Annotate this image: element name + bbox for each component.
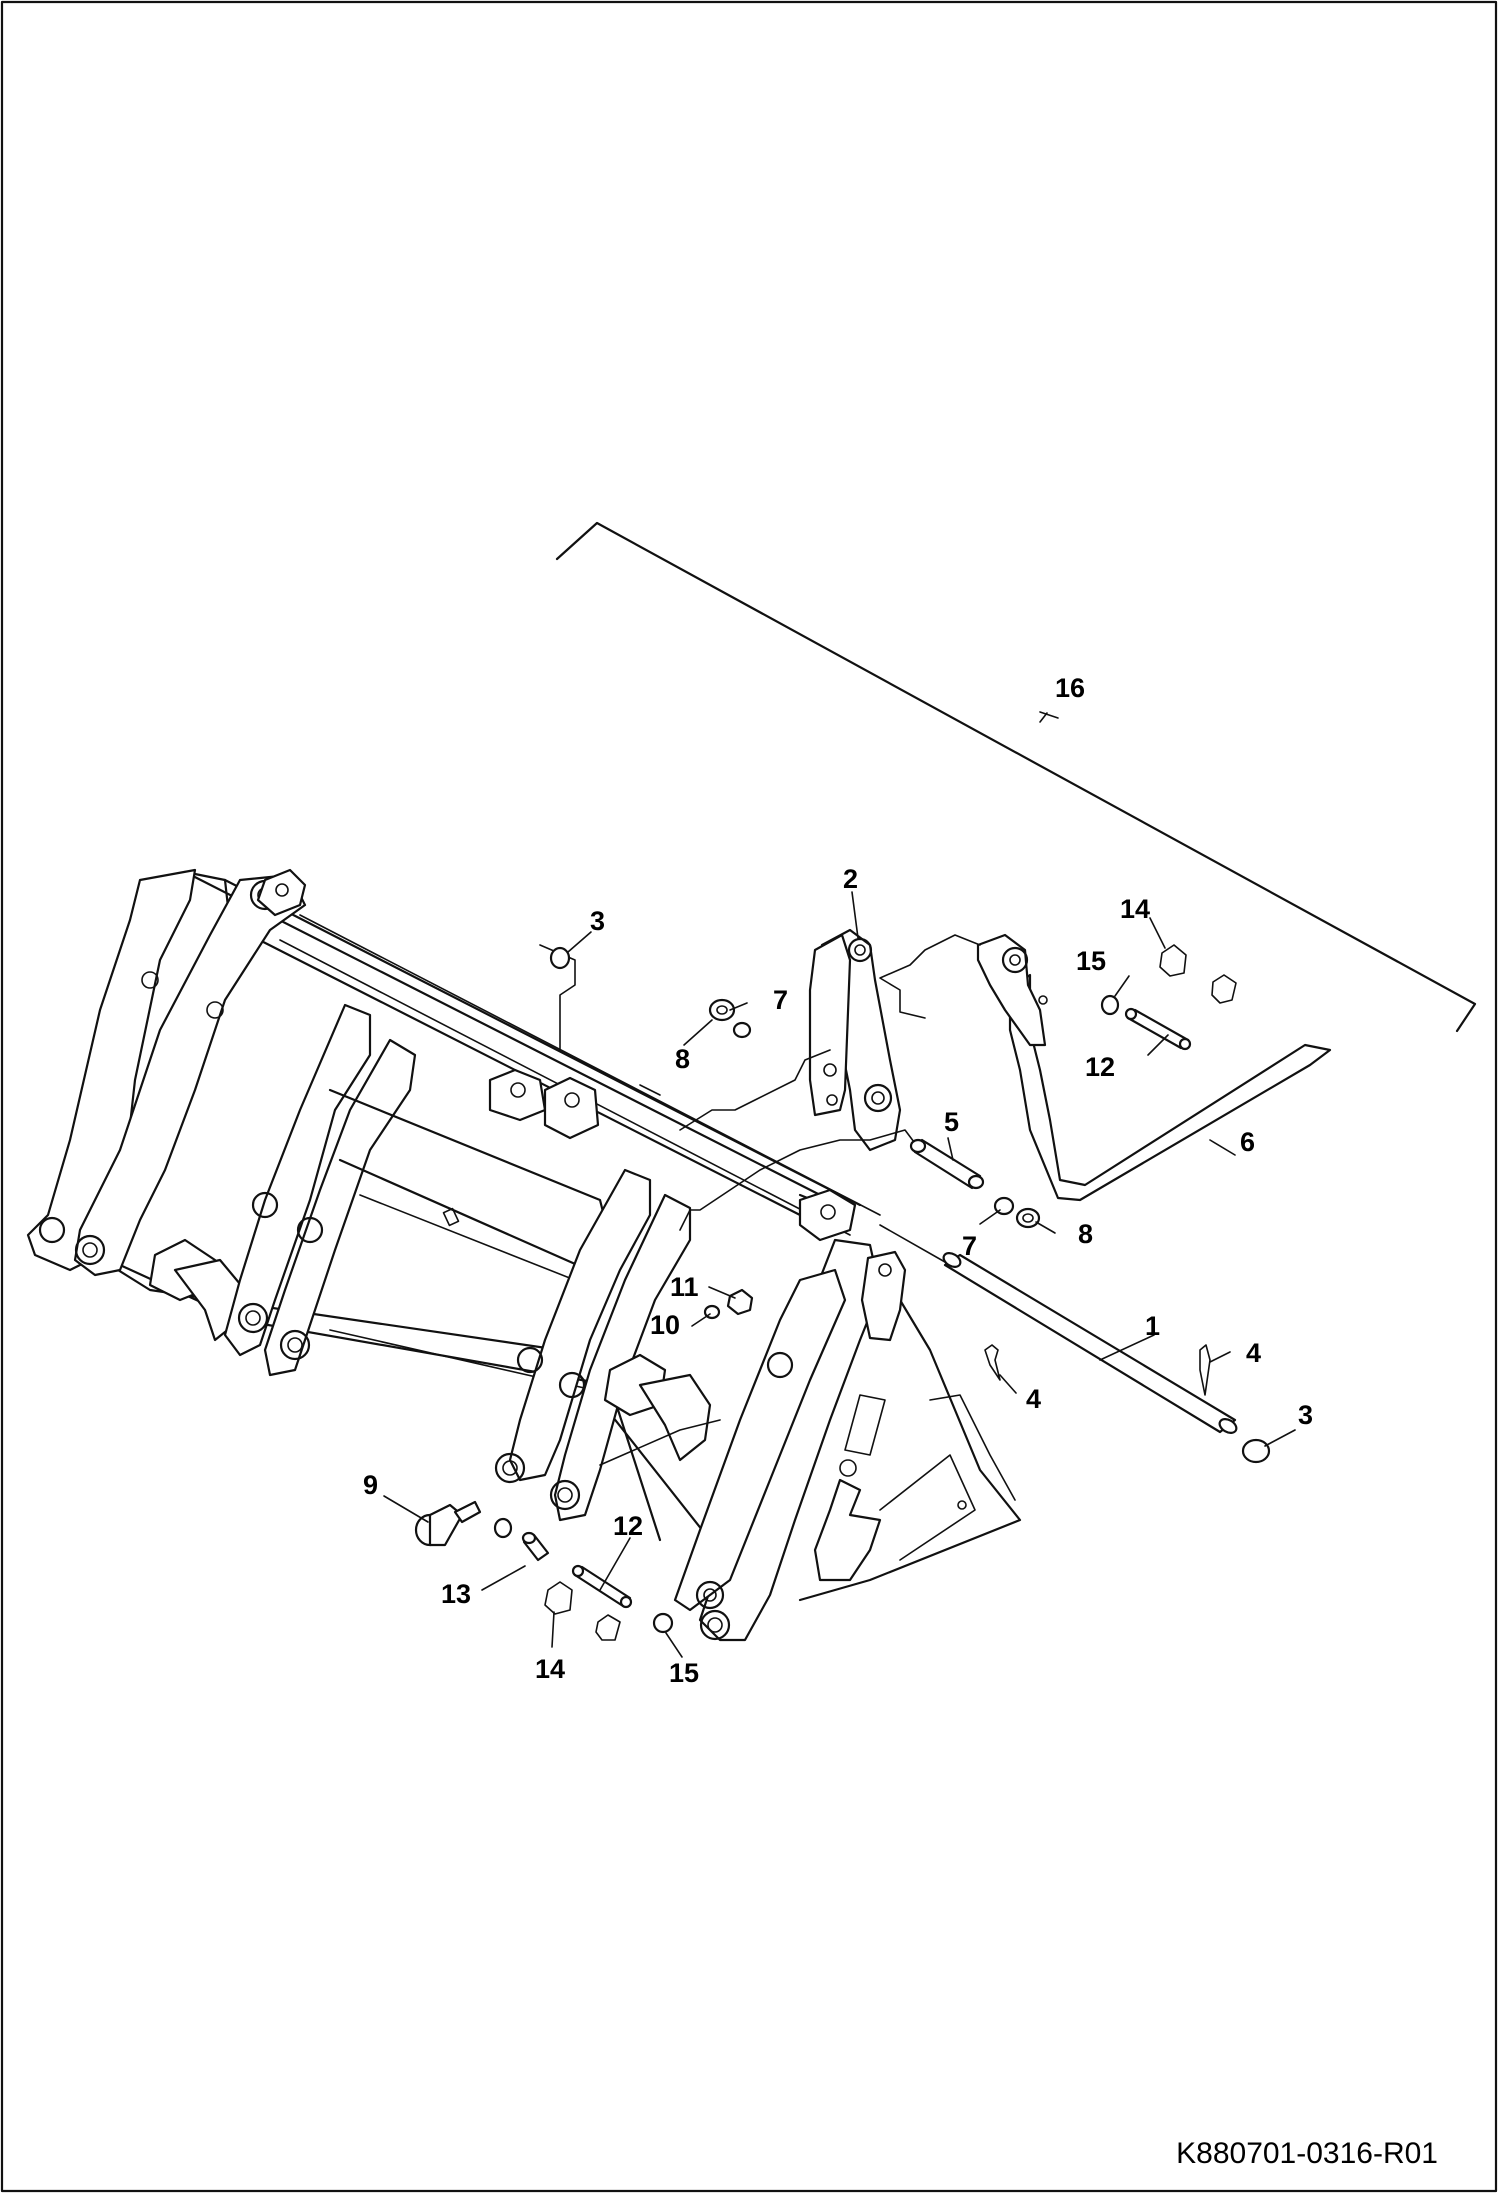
- callout-11: 11: [670, 1272, 699, 1302]
- part-5-bushing: [909, 1138, 985, 1190]
- callout-9: 9: [363, 1470, 378, 1500]
- callout-labels: 16 2 3 3 14 14 15 15 7 7 8 8 12 12 6 5 1…: [363, 673, 1313, 1688]
- callout-15-upper: 15: [1076, 946, 1106, 976]
- part-3-ring-top: [549, 946, 571, 970]
- callout-10: 10: [650, 1310, 680, 1340]
- callout-16: 16: [1055, 673, 1085, 703]
- part-11-nut: [726, 1288, 754, 1316]
- assembly-bracket: [555, 521, 1477, 1033]
- callout-4-right: 4: [1246, 1338, 1261, 1368]
- part-14-lynch-pin-lower-b: [595, 1614, 621, 1641]
- part-7-washer-left: [732, 1021, 752, 1039]
- part-4-clip-right: [1199, 1344, 1211, 1396]
- part-2-link-plate: [808, 928, 902, 1152]
- callout-8-upper: 8: [675, 1044, 690, 1074]
- part-14-lynch-pin-upper-a: [1159, 944, 1187, 977]
- callout-14-lower: 14: [535, 1654, 565, 1684]
- part-8-washer-left: [708, 998, 736, 1022]
- part-15-washer-lower: [652, 1612, 674, 1634]
- bucket-body: [26, 868, 1022, 1642]
- callout-4-left: 4: [1026, 1384, 1041, 1414]
- part-14-lynch-pin-upper-b: [1211, 974, 1237, 1004]
- callout-13: 13: [441, 1579, 471, 1609]
- callout-2: 2: [843, 864, 858, 894]
- callout-6: 6: [1240, 1127, 1255, 1157]
- callout-3-top: 3: [590, 906, 605, 936]
- part-9-bolt: [414, 1500, 482, 1547]
- callout-5: 5: [944, 1107, 959, 1137]
- callout-7-upper: 7: [773, 985, 788, 1015]
- part-6-fork-frame: [976, 933, 1332, 1202]
- callout-7-lower: 7: [962, 1231, 977, 1261]
- assembly-guide-lines: [539, 934, 981, 1466]
- part-8-washer-right: [1015, 1207, 1041, 1229]
- callout-12-lower: 12: [613, 1511, 643, 1541]
- callout-leaders: [383, 712, 1296, 1658]
- part-15-washer-lower-left: [493, 1517, 513, 1539]
- callout-8-lower: 8: [1078, 1219, 1093, 1249]
- part-15-washer-upper: [1100, 994, 1120, 1016]
- callout-14-upper: 14: [1120, 894, 1150, 924]
- callout-12-upper: 12: [1085, 1052, 1115, 1082]
- callout-1: 1: [1145, 1311, 1160, 1341]
- part-3-ring-right: [1241, 1438, 1271, 1464]
- part-1-main-pin: [879, 1224, 1238, 1434]
- part-13-bushing: [521, 1531, 550, 1562]
- callout-3-right: 3: [1298, 1400, 1313, 1430]
- document-id: K880701-0316-R01: [1176, 2137, 1438, 2170]
- part-4-clip-left: [984, 1344, 1001, 1381]
- part-14-lynch-pin-lower-a: [544, 1581, 573, 1615]
- callout-15-lower: 15: [669, 1658, 699, 1688]
- part-12-pin-upper: [1124, 1007, 1192, 1051]
